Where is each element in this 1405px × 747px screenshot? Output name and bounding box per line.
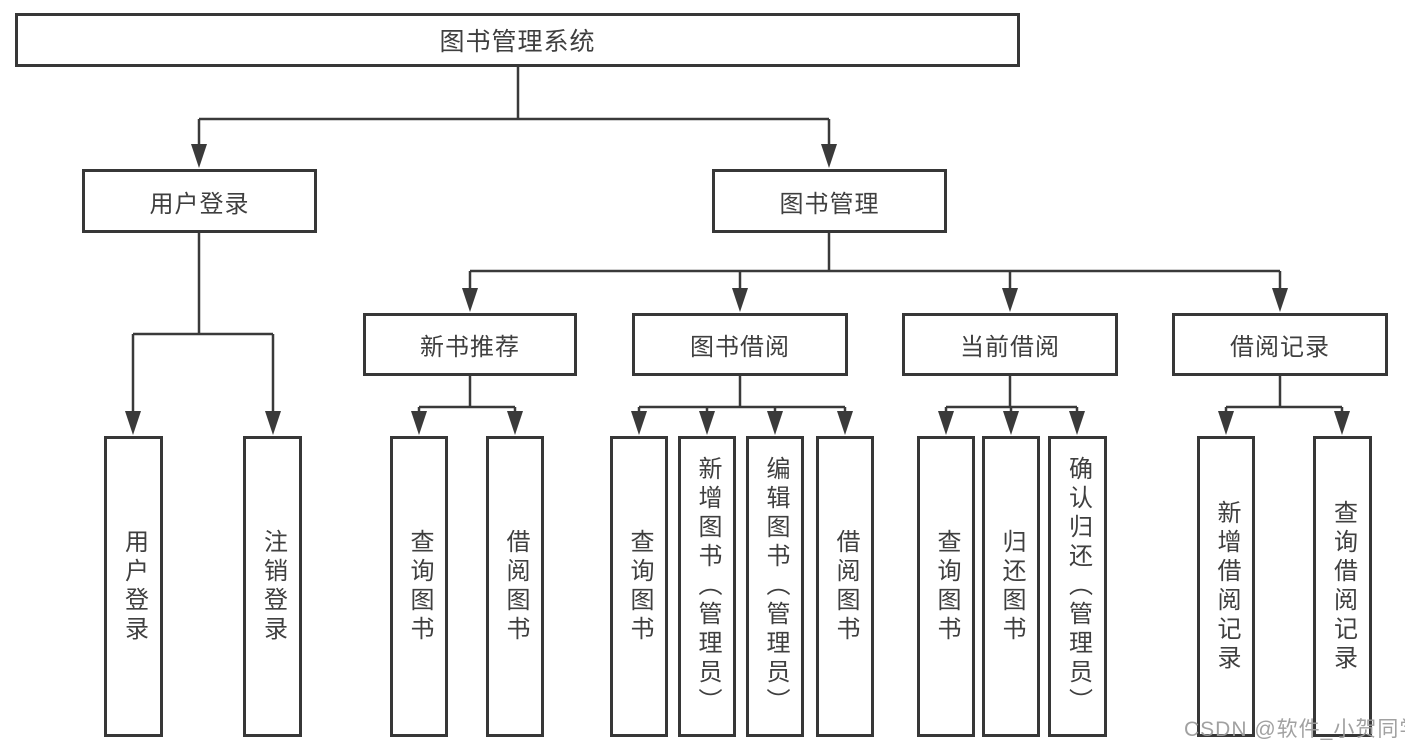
node-current-borrow-label: 当前借阅 bbox=[960, 334, 1060, 361]
node-book-mgmt-label: 图书管理 bbox=[779, 190, 880, 218]
leaf-bb-query-books: 查询图书 bbox=[610, 436, 668, 737]
book-borrow-branch-lines bbox=[637, 376, 847, 413]
book-borrow-branch-arrowheads bbox=[631, 411, 853, 435]
leaf-nbr-query-books-label: 查询图书 bbox=[406, 528, 433, 645]
new-book-rec-branch-lines bbox=[417, 376, 517, 413]
leaf-bb-edit-books-label: 编辑图书（管理员） bbox=[762, 456, 789, 717]
leaf-logout-label: 注销登录 bbox=[259, 528, 287, 645]
current-borrow-branch-arrowheads bbox=[938, 411, 1085, 435]
borrow-records-branch-lines bbox=[1224, 376, 1344, 413]
leaf-logout: 注销登录 bbox=[243, 436, 302, 737]
connector-user-login bbox=[125, 233, 281, 435]
leaf-br-add-record-label: 新增借阅记录 bbox=[1213, 499, 1240, 674]
leaf-cb-return-books: 归还图书 bbox=[982, 436, 1040, 737]
node-borrow-records: 借阅记录 bbox=[1172, 313, 1388, 376]
node-user-login-label: 用户登录 bbox=[149, 190, 250, 218]
node-system-root: 图书管理系统 bbox=[15, 13, 1020, 67]
node-current-borrow: 当前借阅 bbox=[902, 313, 1118, 376]
book-mgmt-branch-arrowheads bbox=[462, 288, 1288, 312]
connector-current-borrow bbox=[938, 376, 1085, 435]
leaf-nbr-query-books: 查询图书 bbox=[390, 436, 448, 737]
leaf-cb-confirm-return: 确认归还（管理员） bbox=[1048, 436, 1107, 737]
leaf-cb-query-books: 查询图书 bbox=[917, 436, 975, 737]
borrow-records-branch-arrowheads bbox=[1218, 411, 1350, 435]
connector-root bbox=[191, 67, 837, 168]
leaf-cb-confirm-return-label: 确认归还（管理员） bbox=[1064, 456, 1092, 717]
user-login-branch-lines bbox=[131, 233, 275, 413]
node-system-root-label: 图书管理系统 bbox=[439, 28, 596, 56]
user-login-branch-arrowheads bbox=[125, 411, 281, 435]
node-new-book-rec-label: 新书推荐 bbox=[420, 334, 520, 361]
node-book-borrow: 图书借阅 bbox=[632, 313, 848, 376]
book-mgmt-branch-lines bbox=[468, 233, 1282, 290]
connector-book-borrow bbox=[631, 376, 853, 435]
connector-book-mgmt bbox=[462, 233, 1288, 312]
leaf-bb-add-books: 新增图书（管理员） bbox=[678, 436, 736, 737]
node-book-mgmt: 图书管理 bbox=[712, 169, 947, 233]
root-branch-arrowheads bbox=[191, 144, 837, 168]
csdn-watermark: CSDN @软件_小贺同学 bbox=[1184, 718, 1405, 741]
node-borrow-records-label: 借阅记录 bbox=[1230, 334, 1330, 361]
leaf-br-query-record: 查询借阅记录 bbox=[1313, 436, 1372, 737]
leaf-nbr-borrow-books-label: 借阅图书 bbox=[502, 528, 529, 645]
node-book-borrow-label: 图书借阅 bbox=[690, 334, 790, 361]
node-new-book-rec: 新书推荐 bbox=[363, 313, 577, 376]
connector-new-book-rec bbox=[411, 376, 523, 435]
leaf-bb-query-books-label: 查询图书 bbox=[626, 528, 653, 645]
current-borrow-branch-lines bbox=[944, 376, 1079, 413]
leaf-user-login: 用户登录 bbox=[104, 436, 163, 737]
leaf-bb-add-books-label: 新增图书（管理员） bbox=[694, 456, 721, 717]
leaf-bb-borrow-books-label: 借阅图书 bbox=[832, 528, 859, 645]
leaf-br-add-record: 新增借阅记录 bbox=[1197, 436, 1255, 737]
leaf-cb-query-books-label: 查询图书 bbox=[933, 528, 960, 645]
new-book-rec-branch-arrowheads bbox=[411, 411, 523, 435]
connector-borrow-records bbox=[1218, 376, 1350, 435]
leaf-nbr-borrow-books: 借阅图书 bbox=[486, 436, 544, 737]
leaf-br-query-record-label: 查询借阅记录 bbox=[1329, 499, 1357, 674]
leaf-bb-borrow-books: 借阅图书 bbox=[816, 436, 874, 737]
leaf-user-login-label: 用户登录 bbox=[120, 528, 148, 645]
root-branch-lines bbox=[197, 67, 831, 146]
leaf-bb-edit-books: 编辑图书（管理员） bbox=[746, 436, 804, 737]
node-user-login: 用户登录 bbox=[82, 169, 317, 233]
leaf-cb-return-books-label: 归还图书 bbox=[998, 528, 1025, 645]
